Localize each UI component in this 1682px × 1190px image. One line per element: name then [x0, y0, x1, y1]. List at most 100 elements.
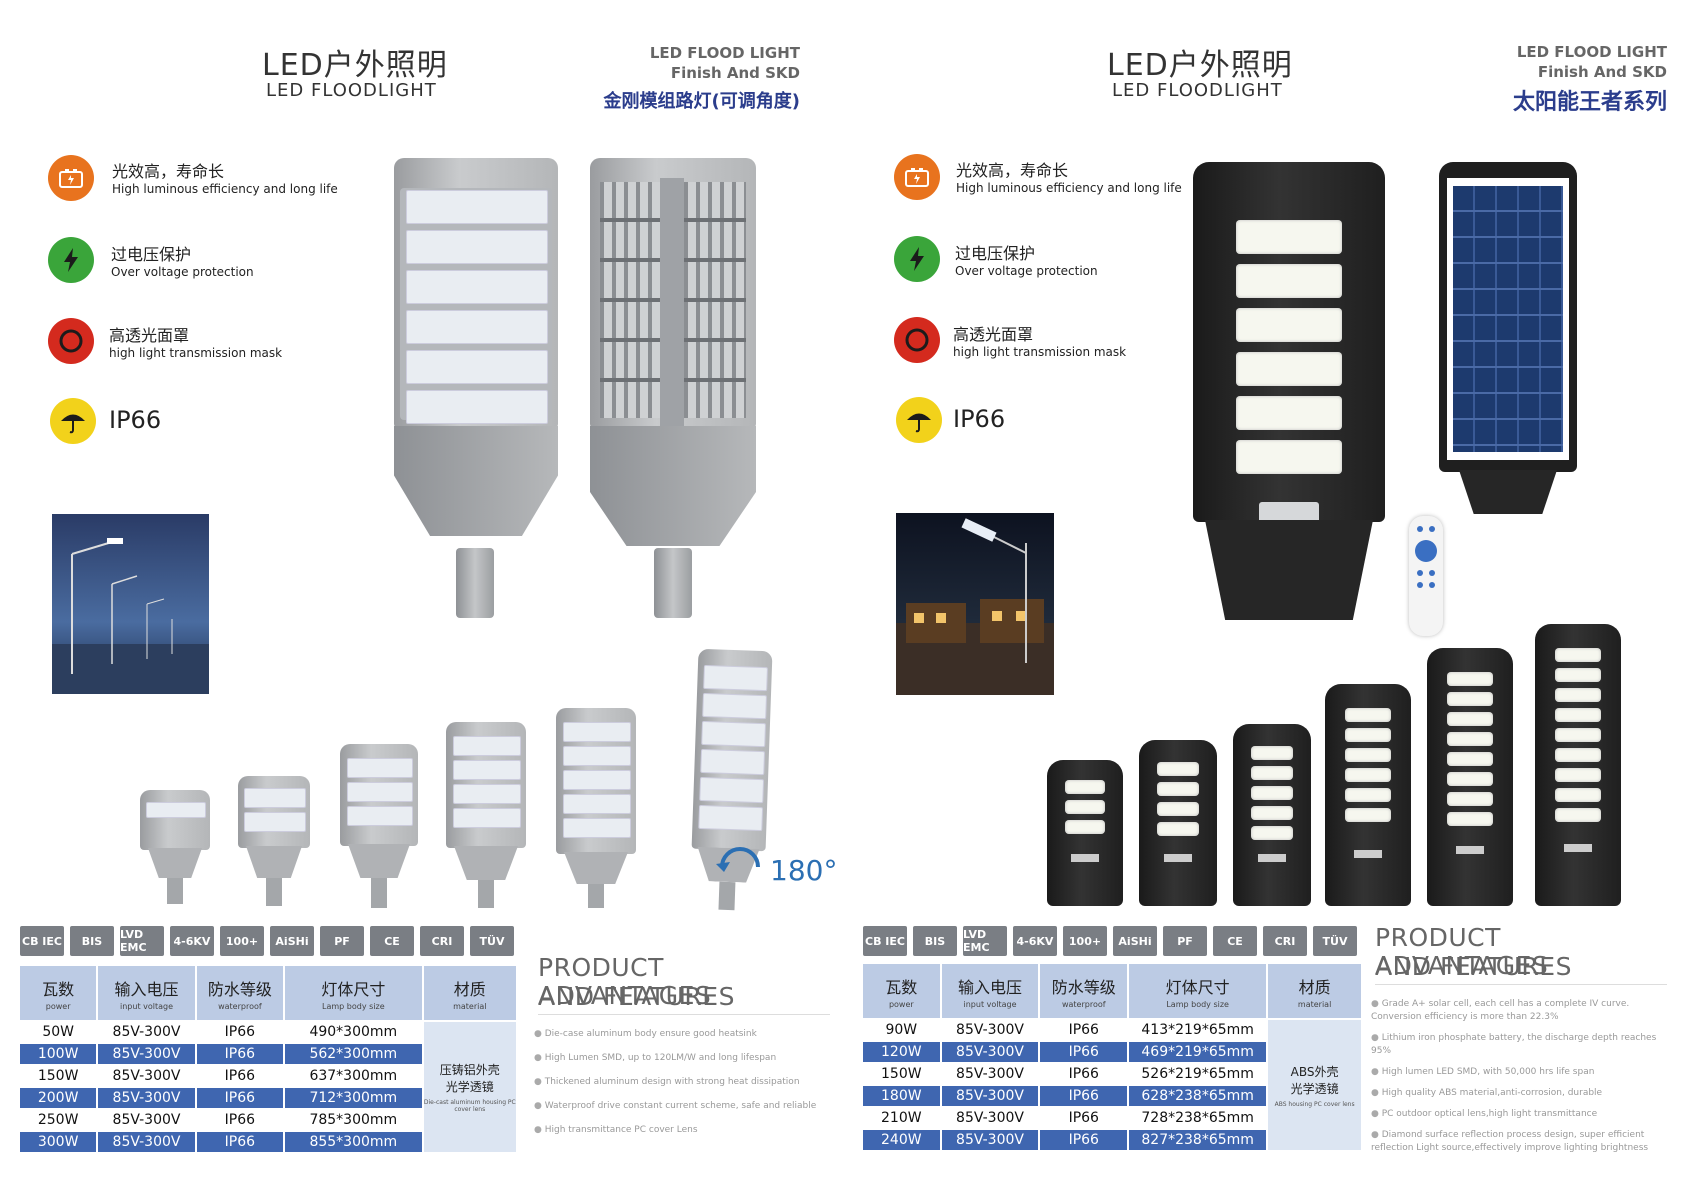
lightning-icon: [48, 237, 94, 283]
cert-badge: LVD EMC: [963, 926, 1007, 956]
left-feature-2-cn: 过电压保护: [111, 245, 192, 264]
left-adv-title-1: PRODUCT ADVANTAGES: [538, 953, 712, 1010]
material-cell: ABS外壳 光学透镜 ABS housing PC cover lens: [1268, 1020, 1361, 1150]
cert-badge: CB IEC: [20, 926, 64, 956]
list-item: High quality ABS material,anti-corrosion…: [1371, 1087, 1671, 1100]
rotation-label: 180°: [770, 854, 838, 887]
umbrella-icon: [50, 398, 96, 444]
list-item: High Lumen SMD, up to 120LM/W and long l…: [534, 1052, 834, 1065]
left-header-right-3: 金刚模组路灯(可调角度): [603, 91, 800, 112]
right-family-lamp-210w: [1427, 648, 1513, 906]
right-family-lamp-180w: [1325, 684, 1411, 906]
list-item: High transmittance PC cover Lens: [534, 1124, 834, 1137]
list-item: Lithium iron phosphate battery, the disc…: [1371, 1032, 1671, 1058]
table-row: 300W 85V-300V IP66 855*300mm: [20, 1132, 516, 1152]
table-row: 200W 85V-300V IP66 712*300mm: [20, 1088, 516, 1108]
umbrella-icon: [896, 397, 942, 443]
table-row: 150W 85V-300V IP66 637*300mm: [20, 1066, 516, 1086]
battery-icon: [894, 154, 940, 200]
left-feature-1-en: High luminous efficiency and long life: [112, 182, 338, 196]
left-feature-3-cn: 高透光面罩: [109, 326, 190, 345]
cert-badge: LVD EMC: [120, 926, 164, 956]
list-item: Waterproof drive constant current scheme…: [534, 1100, 834, 1113]
left-family-lamp-250w: [556, 708, 636, 908]
right-feature-3-en: high light transmission mask: [953, 345, 1127, 359]
left-ip-rating: IP66: [109, 406, 162, 434]
remote-control: [1409, 516, 1443, 636]
left-title-en: LED FLOODLIGHT: [266, 80, 437, 101]
right-cert-row: CB IEC BIS LVD EMC 4-6KV 100+ AiSHi PF C…: [863, 926, 1359, 958]
right-family-lamp-90w: [1047, 760, 1123, 906]
cert-badge: PF: [1163, 926, 1207, 956]
right-feature-2: [894, 236, 940, 282]
battery-icon: [48, 155, 94, 201]
ring-icon: [48, 318, 94, 364]
table-row: 250W 85V-300V IP66 785*300mm: [20, 1110, 516, 1130]
cert-badge: CE: [1213, 926, 1257, 956]
table-row: 120W 85V-300V IP66 469*219*65mm: [863, 1042, 1361, 1062]
right-main-lamp-front: [1193, 162, 1385, 634]
cert-badge: 4-6KV: [170, 926, 214, 956]
list-item: Grade A+ solar cell, each cell has a com…: [1371, 998, 1671, 1024]
cert-badge: TÜV: [1313, 926, 1357, 956]
cert-badge: AiSHi: [1113, 926, 1157, 956]
list-item: PC outdoor optical lens,high light trans…: [1371, 1108, 1671, 1121]
cert-badge: TÜV: [470, 926, 514, 956]
left-street-photo: [52, 514, 209, 694]
ring-icon: [894, 317, 940, 363]
material-cell: 压铸铝外壳 光学透镜 Die-cast aluminum housing PC …: [423, 1022, 516, 1152]
right-header-right-2: Finish And SKD: [1537, 63, 1667, 81]
right-header-right-3: 太阳能王者系列: [1512, 90, 1667, 115]
right-adv-title-2: AND FEATURES: [1375, 952, 1572, 981]
left-feature-2: [48, 237, 94, 283]
right-feature-4: [896, 397, 942, 443]
table-row: 50W 85V-300V IP66 490*300mm 压铸铝外壳 光学透镜 D…: [20, 1022, 516, 1152]
left-adv-title-2: AND FEATURES: [538, 982, 735, 1011]
left-header-right-2: Finish And SKD: [670, 64, 800, 82]
right-feature-1-cn: 光效高，寿命长: [956, 161, 1069, 180]
cert-badge: CRI: [1263, 926, 1307, 956]
left-family-lamp-100w: [238, 776, 310, 906]
rotate-arrow-icon: [712, 842, 768, 896]
list-item: Diamond surface reflection process desig…: [1371, 1129, 1671, 1155]
table-row: 90W 85V-300V IP66 413*219*65mm ABS外壳 光学透…: [863, 1020, 1361, 1150]
right-feature-1: [894, 154, 940, 200]
left-feature-4: [50, 398, 96, 444]
list-item: High lumen LED SMD, with 50,000 hrs life…: [1371, 1066, 1671, 1079]
left-feature-1: [48, 155, 94, 201]
table-row: 180W 85V-300V IP66 628*238*65mm: [863, 1086, 1361, 1106]
cert-badge: 100+: [220, 926, 264, 956]
left-title-cn: LED户外照明: [262, 48, 448, 83]
left-family-lamp-50w: [140, 790, 210, 905]
left-header-right-1: LED FLOOD LIGHT: [649, 44, 800, 62]
left-page: LED户外照明 LED FLOODLIGHT LED FLOOD LIGHT F…: [0, 0, 841, 1190]
right-adv-title-1: PRODUCT ADVANTAGES: [1375, 923, 1549, 980]
right-family-lamp-240w: [1535, 624, 1621, 906]
cert-badge: CB IEC: [863, 926, 907, 956]
list-item: Die-case aluminum body ensure good heats…: [534, 1028, 834, 1041]
right-page: LED户外照明 LED FLOODLIGHT LED FLOOD LIGHT F…: [841, 0, 1682, 1190]
left-feature-2-en: Over voltage protection: [111, 265, 254, 279]
cert-badge: PF: [320, 926, 364, 956]
right-feature-2-cn: 过电压保护: [955, 244, 1036, 263]
right-adv-list: Grade A+ solar cell, each cell has a com…: [1371, 998, 1671, 1155]
table-row: 240W 85V-300V IP66 827*238*65mm: [863, 1130, 1361, 1150]
left-main-lamp-back: [590, 158, 756, 628]
right-main-lamp-back: [1439, 162, 1577, 514]
left-family-lamp-200w: [446, 722, 526, 908]
cert-badge: CRI: [420, 926, 464, 956]
left-adv-list: Die-case aluminum body ensure good heats…: [534, 1028, 834, 1137]
cert-badge: 100+: [1063, 926, 1107, 956]
